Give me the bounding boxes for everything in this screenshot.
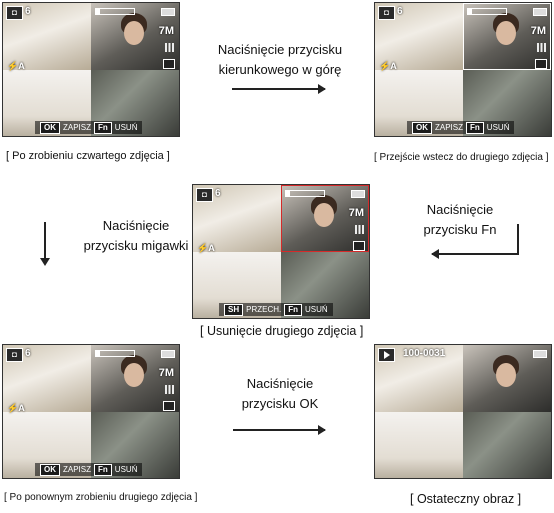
instruction-step-2: Naciśnięcie przycisku Fn — [400, 200, 520, 240]
resolution-label: 7M — [158, 25, 174, 37]
fn-key[interactable]: Fn — [466, 121, 484, 134]
progress-bar — [467, 8, 507, 15]
battery-icon — [161, 350, 175, 358]
photo-quadrant — [375, 411, 463, 478]
instruction-line: Naciśnięcie przycisku — [217, 42, 343, 57]
screen-caption: [ Przejście wstecz do drugiego zdjęcia ] — [374, 152, 549, 163]
file-number: 100-0031 — [403, 348, 446, 359]
flash-icon: ⚡A — [379, 61, 397, 71]
instruction-line: przycisku Fn — [423, 222, 497, 237]
progress-bar — [285, 190, 325, 197]
resolution-label: 7M — [530, 25, 546, 37]
quality-icon — [355, 225, 364, 234]
key-label: ZAPISZ — [63, 123, 92, 132]
resolution-label: 7M — [348, 207, 364, 219]
photo-quadrant — [463, 411, 551, 478]
play-mode-icon — [378, 348, 395, 362]
flash-icon: ⚡A — [7, 403, 25, 413]
screen-caption: [ Usunięcie drugiego zdjęcia ] — [200, 324, 364, 338]
key-label: ZAPISZ — [63, 465, 92, 474]
key-label: USUŃ — [114, 123, 138, 132]
instruction-line: przycisku migawki — [83, 238, 189, 253]
ok-key[interactable]: OK — [40, 463, 60, 476]
ok-key[interactable]: OK — [412, 121, 432, 134]
resolution-label: 7M — [158, 367, 174, 379]
instruction-step-1: Naciśnięcie przycisku kierunkowego w gór… — [200, 40, 360, 80]
quality-icon — [537, 43, 546, 52]
arrow-connector — [517, 224, 519, 254]
battery-icon — [351, 190, 365, 198]
button-bar: OK ZAPISZ Fn USUŃ — [35, 463, 143, 476]
shot-count: 6 — [25, 348, 31, 359]
instruction-line: Naciśnięcie — [426, 202, 494, 217]
battery-icon — [533, 350, 547, 358]
progress-fill — [96, 9, 100, 14]
progress-fill — [468, 9, 472, 14]
ok-key[interactable]: OK — [40, 121, 60, 134]
camera-mode-icon: ◘ — [6, 348, 23, 362]
button-bar: OK ZAPISZ Fn USUŃ — [35, 121, 143, 134]
battery-icon — [161, 8, 175, 16]
metering-icon — [535, 59, 547, 69]
progress-bar — [95, 350, 135, 357]
progress-fill — [96, 351, 100, 356]
flash-icon: ⚡A — [197, 243, 215, 253]
screen-caption: [ Po ponownym zrobieniu drugiego zdjęcia… — [4, 492, 198, 503]
fn-key[interactable]: Fn — [94, 121, 112, 134]
battery-icon — [533, 8, 547, 16]
right-arrow-icon — [232, 84, 326, 94]
down-arrow-icon — [40, 222, 50, 266]
instruction-line: Naciśnięcie — [102, 218, 170, 233]
fn-key[interactable]: Fn — [284, 303, 303, 316]
camera-screen-4: ◘ 6 7M ⚡A OK ZAPISZ Fn USUŃ — [2, 344, 180, 479]
key-label: USUŃ — [486, 123, 510, 132]
instruction-line: przycisku OK — [241, 396, 319, 411]
camera-mode-icon: ◘ — [6, 6, 23, 20]
shot-count: 6 — [25, 6, 31, 17]
quality-icon — [165, 43, 174, 52]
key-label: USUŃ — [114, 465, 138, 474]
camera-screen-3: ◘ 6 7M ⚡A SH PRZECH. Fn USUŃ — [192, 184, 370, 319]
camera-screen-2: ◘ 6 7M ⚡A OK ZAPISZ Fn USUŃ — [374, 2, 552, 137]
instruction-line: Naciśnięcie — [246, 376, 314, 391]
screen-caption: [ Po zrobieniu czwartego zdjęcia ] — [6, 150, 170, 162]
key-label: PRZECH. — [246, 305, 282, 314]
camera-mode-icon: ◘ — [196, 188, 213, 202]
instruction-line: kierunkowego w górę — [218, 62, 342, 77]
key-label: ZAPISZ — [435, 123, 464, 132]
progress-fill — [286, 191, 290, 196]
shot-count: 6 — [397, 6, 403, 17]
camera-mode-icon: ◘ — [378, 6, 395, 20]
camera-screen-1: ◘ 6 7M ⚡A OK ZAPISZ Fn USUŃ — [2, 2, 180, 137]
instruction-step-4: Naciśnięcie przycisku OK — [200, 374, 360, 414]
screen-caption: [ Ostateczny obraz ] — [410, 492, 522, 506]
right-arrow-icon — [233, 425, 326, 435]
key-label: USUŃ — [305, 305, 328, 314]
playback-screen: 100-0031 — [374, 344, 552, 479]
quality-icon — [165, 385, 174, 394]
fn-key[interactable]: Fn — [94, 463, 112, 476]
instruction-step-3: Naciśnięcie przycisku migawki — [56, 216, 216, 256]
metering-icon — [163, 59, 175, 69]
progress-bar — [95, 8, 135, 15]
left-arrow-icon — [431, 249, 519, 259]
metering-icon — [163, 401, 175, 411]
metering-icon — [353, 241, 365, 251]
flash-icon: ⚡A — [7, 61, 25, 71]
button-bar: SH PRZECH. Fn USUŃ — [219, 303, 333, 316]
shutter-key[interactable]: SH — [224, 303, 244, 316]
button-bar: OK ZAPISZ Fn USUŃ — [407, 121, 515, 134]
shot-count: 6 — [215, 188, 221, 199]
